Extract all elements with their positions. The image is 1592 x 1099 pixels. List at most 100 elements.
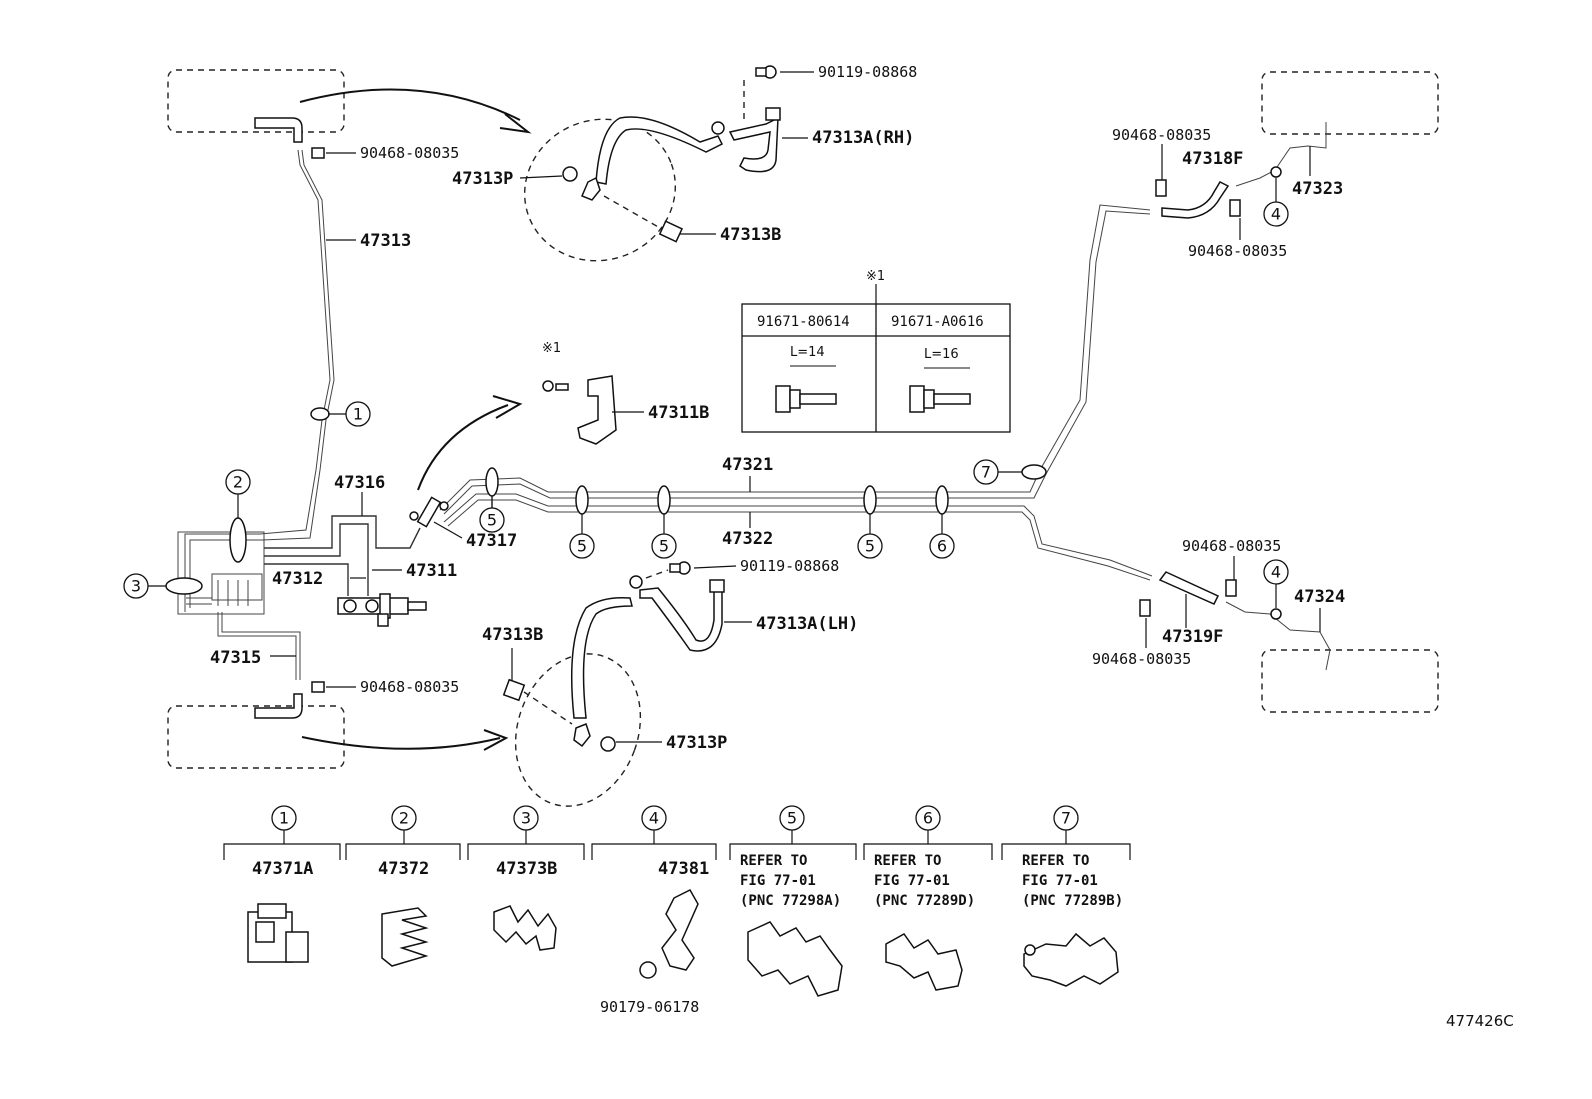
legend-item-5: 5 REFER TO FIG 77-01 (PNC 77298A) [729,805,857,997]
front-line-stub-top [254,117,303,143]
hose-47313A-RH [562,65,781,243]
legend-item-1: 1 47371A [223,805,341,963]
legend-item-6: 6 REFER TO FIG 77-01 (PNC 77289D) [863,805,993,991]
union-47317 [409,496,449,528]
pipe-47316 [264,515,421,549]
label-47313: 47313 [360,231,411,251]
label-47318F: 47318F [1182,149,1243,169]
callout-3: 3 [123,573,149,599]
hose-47318F [1161,181,1230,219]
callout-7: 7 [973,459,999,485]
clamp-3 [165,577,203,595]
direction-arrow-mid [417,404,509,491]
svg-text:6: 6 [923,809,933,828]
label-90119-08868-top: 90119-08868 [818,63,917,81]
legend-ref-6-line3: (PNC 77289D) [874,893,975,909]
clamp-47373B-icon [493,905,557,951]
pipe-47313-b [189,149,335,608]
label-47312: 47312 [272,569,323,589]
legend-ref-7-line1: REFER TO [1022,853,1089,869]
label-47313A-RH: 47313A(RH) [812,128,914,148]
legend-part-47381: 47381 [658,859,709,879]
svg-text:3: 3 [131,577,141,596]
clip-rear-left-2 [1139,599,1151,617]
clamp-77289B-icon [1023,932,1119,987]
legend-ref-6-line1: REFER TO [874,853,941,869]
legend-sub-90179-06178: 90179-06178 [600,998,699,1016]
label-47311: 47311 [406,561,457,581]
label-47317: 47317 [466,531,517,551]
direction-arrow-top [299,88,521,121]
bolt-table: ※1 91671-80614 91671-A0616 L=14 L=16 [741,269,1011,433]
rear-right-wheel-box [1261,71,1439,135]
label-47324: 47324 [1294,587,1345,607]
legend-ref-7-line3: (PNC 77289B) [1022,893,1123,909]
pipe-47324 [1225,601,1331,671]
rear-left-wheel-box [1261,649,1439,713]
legend-ref-5-line1: REFER TO [740,853,807,869]
bolt-table-part-2: 91671-A0616 [891,314,984,330]
label-47313B-top: 47313B [720,225,781,245]
arrowhead-top [499,113,532,134]
svg-text:2: 2 [399,809,409,828]
label-90119-08868-bottom: 90119-08868 [740,557,839,575]
label-47319F: 47319F [1162,627,1223,647]
clip-rear-right-1 [1155,179,1167,197]
callout-5d: 5 [857,533,883,559]
label-47311B: 47311B [648,403,709,423]
clamp-77298A-icon [747,921,843,997]
callout-6: 6 [929,533,955,559]
svg-text:7: 7 [981,463,991,482]
label-47323: 47323 [1292,179,1343,199]
clamp-4b [1270,608,1282,620]
svg-text:1: 1 [279,809,289,828]
bolt-table-note: ※1 [866,269,885,284]
pipe-47313 [184,149,331,612]
master-cylinder [337,593,427,627]
callout-4a: 4 [1263,201,1289,227]
callout-2: 2 [225,469,251,495]
hose-47319F [1158,571,1220,605]
clip-top-left [311,147,325,159]
hose-detail-ellipse-bottom [514,653,642,807]
label-47313P-bottom: 47313P [666,733,727,753]
legend-ref-7-line2: FIG 77-01 [1022,873,1098,889]
clamp-47372-icon [381,907,429,967]
clip-rear-left-1 [1225,579,1237,597]
figure-code: 477426C [1446,1012,1514,1030]
legend-part-47371A: 47371A [252,859,313,879]
hose-47313A-LH [502,561,725,752]
svg-text:5: 5 [787,809,797,828]
legend-part-47373B: 47373B [496,859,557,879]
pipe-47312 [264,523,369,596]
label-47315: 47315 [210,648,261,668]
legend-item-2: 2 47372 [345,805,461,967]
bracket-47381-icon [639,889,699,979]
label-90468-08035-top-left: 90468-08035 [360,144,459,162]
label-90468-08035-rear-left-1: 90468-08035 [1182,537,1281,555]
clamp-2 [229,517,247,563]
label-90468-08035-rear-right-1: 90468-08035 [1112,126,1211,144]
label-47313B-bottom: 47313B [482,625,543,645]
bracket-47311B [542,375,617,445]
bolt-table-length-2: L=16 [924,347,959,362]
label-47313A-LH: 47313A(LH) [756,614,858,634]
clamp-5b [575,485,589,515]
svg-text:6: 6 [937,537,947,556]
svg-text:5: 5 [577,537,587,556]
actuator-body [211,573,263,601]
legend-item-7: 7 REFER TO FIG 77-01 (PNC 77289B) [1001,805,1131,987]
hose-detail-ellipse-top [523,118,677,262]
svg-text:1: 1 [353,405,363,424]
callout-4b: 4 [1263,559,1289,585]
callout-5b: 5 [569,533,595,559]
front-right-wheel-box-lower [167,705,345,769]
bolt-table-length-1: L=14 [790,345,825,360]
front-left-wheel-box [167,69,345,133]
legend-item-3: 3 47373B [467,805,585,951]
label-90468-08035-rear-right-2: 90468-08035 [1188,242,1287,260]
svg-text:5: 5 [659,537,669,556]
legend-ref-5-line2: FIG 77-01 [740,873,816,889]
pipe-47315-b [221,612,301,680]
